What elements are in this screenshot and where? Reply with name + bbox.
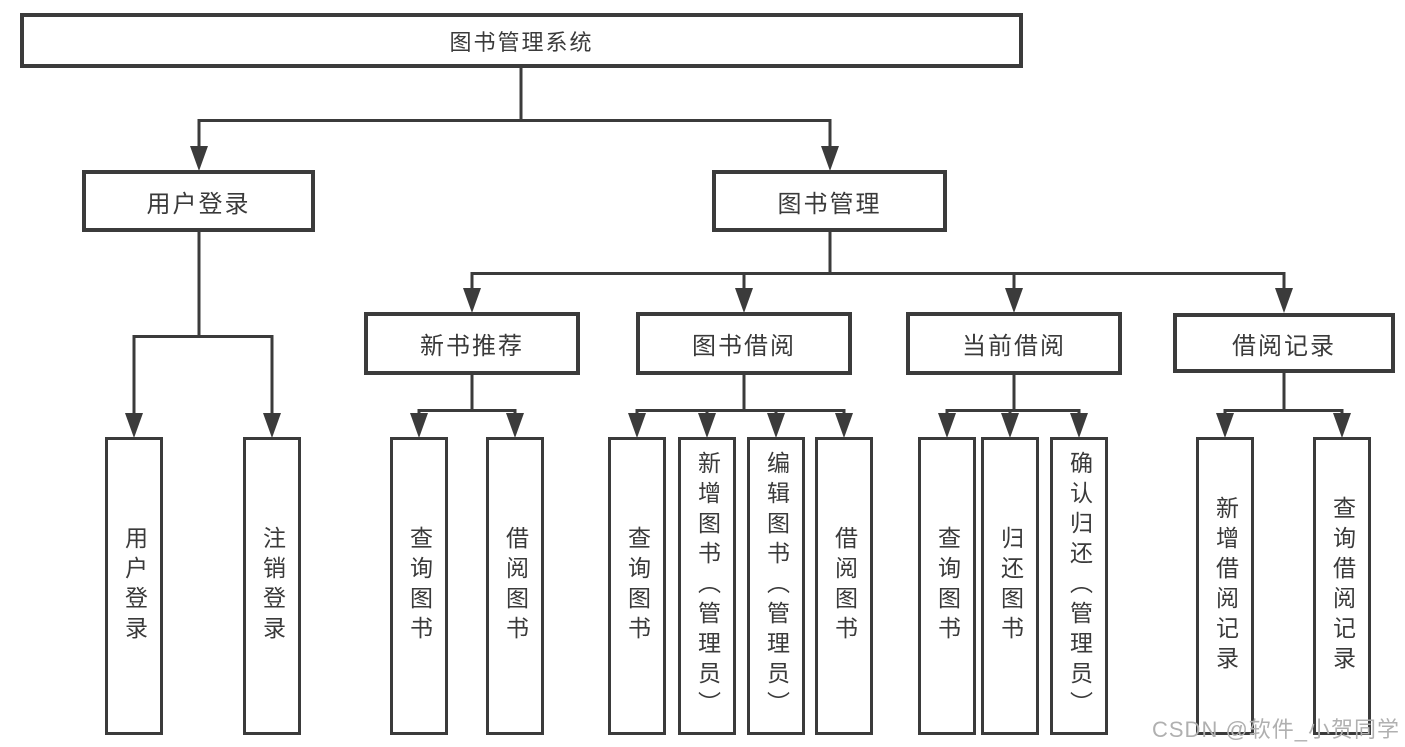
leaf-borrow-borrow: 借阅图书 — [815, 437, 873, 735]
leaf-records-query: 查询借阅记录 — [1313, 437, 1371, 735]
node-book-borrow: 图书借阅 — [636, 312, 852, 375]
node-root-label: 图书管理系统 — [449, 29, 594, 55]
node-user-login-label: 用户登录 — [146, 190, 251, 218]
leaf-current-confirm-label: 确认归还（管理员） — [1066, 451, 1093, 721]
node-borrow-records: 借阅记录 — [1173, 313, 1395, 373]
leaf-logout: 注销登录 — [243, 437, 301, 735]
leaf-borrow-edit: 编辑图书（管理员） — [747, 437, 805, 735]
leaf-user-login: 用户登录 — [105, 437, 163, 735]
leaf-newbook-borrow-label: 借阅图书 — [502, 526, 529, 646]
node-book-management: 图书管理 — [712, 170, 947, 232]
leaf-logout-label: 注销登录 — [259, 526, 286, 646]
leaf-borrow-edit-label: 编辑图书（管理员） — [763, 451, 790, 721]
leaf-current-confirm: 确认归还（管理员） — [1050, 437, 1108, 735]
leaf-newbook-query-label: 查询图书 — [406, 526, 433, 646]
node-root: 图书管理系统 — [20, 13, 1023, 68]
node-current-borrow: 当前借阅 — [906, 312, 1122, 375]
leaf-records-query-label: 查询借阅记录 — [1329, 496, 1356, 676]
leaf-user-login-label: 用户登录 — [121, 526, 148, 646]
leaf-borrow-borrow-label: 借阅图书 — [831, 526, 858, 646]
leaf-borrow-query-label: 查询图书 — [624, 526, 651, 646]
leaf-newbook-borrow: 借阅图书 — [486, 437, 544, 735]
leaf-current-return-label: 归还图书 — [997, 526, 1024, 646]
node-new-book-recommend-label: 新书推荐 — [420, 333, 524, 360]
node-book-management-label: 图书管理 — [777, 190, 882, 218]
node-borrow-records-label: 借阅记录 — [1232, 332, 1336, 360]
leaf-borrow-add-label: 新增图书（管理员） — [694, 451, 721, 721]
leaf-records-add-label: 新增借阅记录 — [1212, 496, 1239, 676]
node-user-login: 用户登录 — [82, 170, 315, 232]
csdn-watermark: CSDN @软件_小贺同学 — [1152, 717, 1401, 742]
leaf-newbook-query: 查询图书 — [390, 437, 448, 735]
leaf-current-query-label: 查询图书 — [934, 526, 961, 646]
node-current-borrow-label: 当前借阅 — [962, 333, 1066, 360]
leaf-current-query: 查询图书 — [918, 437, 976, 735]
node-book-borrow-label: 图书借阅 — [692, 333, 796, 360]
leaf-borrow-query: 查询图书 — [608, 437, 666, 735]
leaf-records-add: 新增借阅记录 — [1196, 437, 1254, 735]
arrowheads — [125, 146, 1351, 438]
leaf-current-return: 归还图书 — [981, 437, 1039, 735]
node-new-book-recommend: 新书推荐 — [364, 312, 580, 375]
leaf-borrow-add: 新增图书（管理员） — [678, 437, 736, 735]
